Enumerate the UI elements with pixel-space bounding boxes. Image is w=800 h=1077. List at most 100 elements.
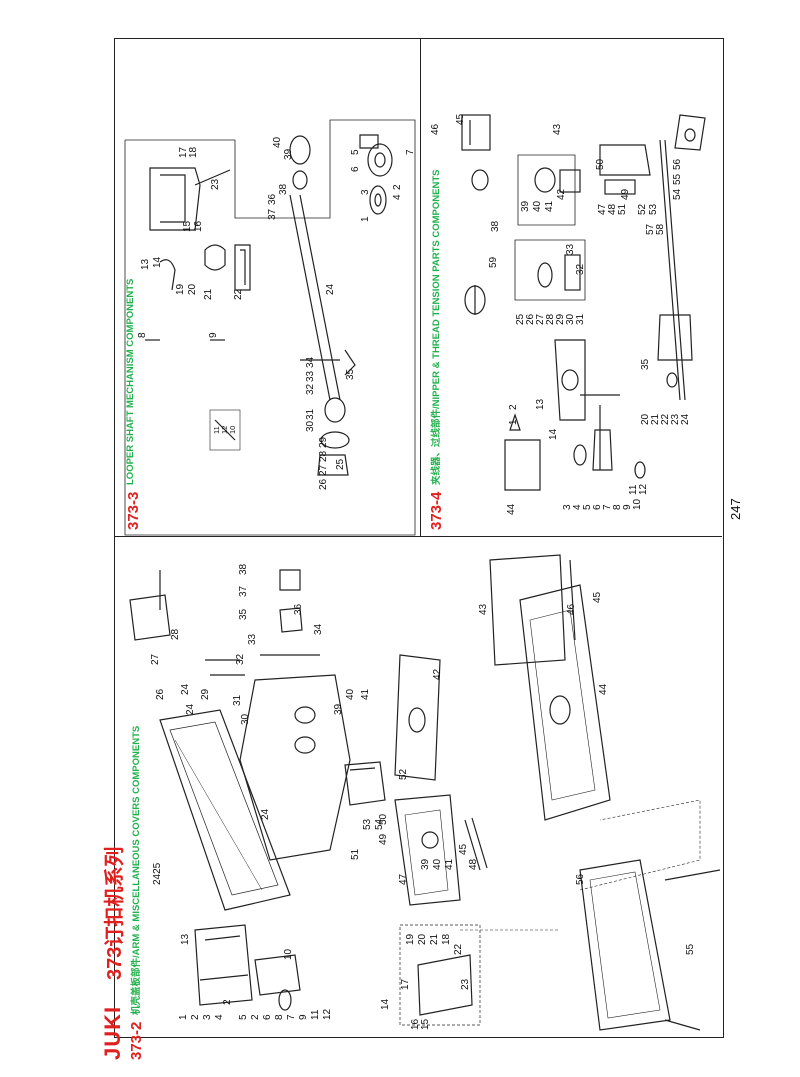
part-label: 20 [417,933,428,945]
part-label: 10 [228,425,237,434]
part-label: 30 [305,420,316,432]
part-label: 2 [250,1014,261,1020]
part-label: 27 [150,653,161,665]
part-label: 51 [617,203,628,215]
part-label: 31 [232,694,243,706]
part-label: 37 [238,585,249,597]
part-label: 36 [267,193,278,205]
part-label: 6 [350,166,361,172]
part-label: 29 [200,688,211,700]
part-label: 25 [335,458,346,470]
part-label: 39 [333,703,344,715]
part-label: 2425 [152,862,163,885]
part-label: 41 [544,200,555,212]
part-label: 40 [272,136,283,148]
part-label: 18 [441,933,452,945]
part-label: 47 [398,873,409,885]
part-label: 52 [637,203,648,215]
part-label: 40 [432,858,443,870]
part-label: 16 [193,220,204,232]
part-label: 13 [535,398,546,410]
part-label: 38 [238,563,249,575]
part-label: 6 [262,1014,273,1020]
part-label: 17 [400,978,411,990]
part-label: 42 [432,668,443,680]
part-label: 26 [318,478,329,490]
part-label: 34 [305,356,316,368]
part-label: 18 [188,146,199,158]
part-label: 7 [405,149,416,155]
part-label: 28 [170,628,181,640]
part-label: 32 [305,383,316,395]
part-label: 23 [460,978,471,990]
part-label: 5 [350,149,361,155]
part-label: 34 [313,623,324,635]
part-label: 24 [180,683,191,695]
part-label: 39 [520,200,531,212]
part-label: 29 [318,436,329,448]
part-label: 23 [210,178,221,190]
part-label: 40 [532,200,543,212]
part-label: 43 [478,603,489,615]
part-label: 22 [453,943,464,955]
part-label: 4 [214,1014,225,1020]
part-label: 35 [238,608,249,620]
part-label: 37 [267,208,278,220]
part-label: 8 [274,1014,285,1020]
part-label: 22 [233,288,244,300]
part-label: 46 [430,123,441,135]
part-label: 35 [345,368,356,380]
part-label: 49 [378,833,389,845]
part-label: 56 [672,158,683,170]
part-label: 7 [286,1014,297,1020]
part-label: 15 [182,220,193,232]
section-divider-vertical [420,38,421,536]
part-label: 20 [187,283,198,295]
part-label: 42 [556,188,567,200]
part-label: 59 [488,256,499,268]
part-label: 32 [235,653,246,665]
part-label: 38 [490,220,501,232]
section-divider-horizontal [114,536,722,537]
part-label: 35 [640,358,651,370]
part-label: 58 [655,223,666,235]
part-label: 31 [575,313,586,325]
part-label: 14 [152,256,163,268]
part-label: 12 [638,483,649,495]
part-label: 53 [648,203,659,215]
part-label: 5 [238,1014,249,1020]
part-label: 39 [420,858,431,870]
part-label: 45 [455,113,466,125]
part-label: 41 [360,688,371,700]
part-label: 56 [575,873,586,885]
part-label: 33 [305,370,316,382]
looper-shaft-diagram [124,119,416,536]
part-label: 41 [444,858,455,870]
part-label: 1 [508,419,519,425]
part-label: 44 [598,683,609,695]
part-label: 10 [283,948,294,960]
part-label: 24 [185,703,196,715]
part-label: 49 [620,188,631,200]
part-label: 54 [672,188,683,200]
part-label: 13 [180,933,191,945]
part-label: 28 [318,450,329,462]
part-label: 27 [318,464,329,476]
part-label: 2 [392,184,403,190]
thread-tension-diagram [461,114,706,491]
arm-covers-diagram [129,554,721,1031]
part-label: 12 [322,1008,333,1020]
part-label: 33 [247,633,258,645]
part-label: 45 [458,843,469,855]
part-label: 39 [283,148,294,160]
part-label: 3 [360,189,371,195]
part-label: 1 [178,1014,189,1020]
part-label: 44 [506,503,517,515]
part-label: 2 [508,404,519,410]
part-label: 48 [468,858,479,870]
part-label: 2 [222,999,233,1005]
part-label: 38 [278,183,289,195]
part-label: 31 [305,408,316,420]
part-label: 8 [137,332,148,338]
